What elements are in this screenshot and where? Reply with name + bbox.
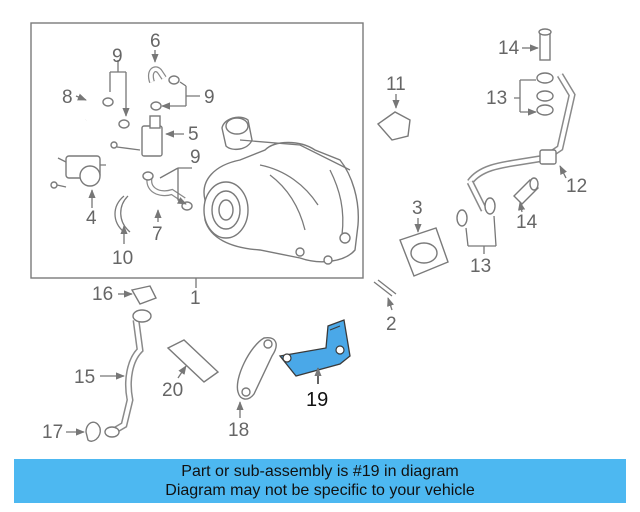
- callout-9-middle: 9: [204, 87, 215, 108]
- callout-13-bottom: 13: [470, 256, 491, 277]
- callout-3: 3: [412, 198, 423, 219]
- callout-4: 4: [86, 208, 97, 229]
- callout-20: 20: [162, 380, 183, 401]
- part-20-drawing: [166, 339, 220, 383]
- callout-1: 1: [190, 288, 201, 309]
- callout-12: 12: [566, 176, 587, 197]
- leader-lines: [66, 44, 567, 436]
- part-18-drawing: [236, 337, 277, 400]
- part-2-drawing: [373, 279, 397, 297]
- callout-9-lower: 9: [190, 147, 201, 168]
- turbocharger-drawing: [203, 116, 360, 265]
- callout-2: 2: [386, 314, 397, 335]
- callout-9-top: 9: [112, 46, 123, 67]
- callout-labels: 6 9 8 9 5 9 4 7 10 11 14 13 12 3 14 13 2…: [42, 31, 587, 443]
- callout-5: 5: [188, 124, 199, 145]
- assembly-box: [30, 22, 364, 279]
- part-5-drawing: [110, 115, 163, 157]
- part-12-drawing: [466, 73, 576, 212]
- part-11-drawing: [376, 111, 411, 141]
- part-3-drawing: [399, 227, 449, 277]
- callout-16: 16: [92, 284, 113, 305]
- callout-14-bottom: 14: [516, 212, 538, 233]
- callout-11: 11: [386, 74, 406, 95]
- callout-7: 7: [152, 224, 163, 245]
- info-banner: Part or sub-assembly is #19 in diagram D…: [14, 459, 626, 503]
- callout-8: 8: [62, 87, 73, 108]
- banner-line-2: Diagram may not be specific to your vehi…: [165, 482, 475, 499]
- callout-15: 15: [74, 367, 95, 388]
- part-19-bracket: [278, 319, 351, 377]
- small-hoses-drawing: [82, 66, 193, 233]
- callout-14-top: 14: [498, 38, 520, 59]
- part-13-14-drawing: [456, 28, 554, 227]
- part-4-drawing: [50, 155, 106, 189]
- callout-13-top: 13: [486, 88, 507, 109]
- banner-line-1: Part or sub-assembly is #19 in diagram: [181, 463, 459, 480]
- callout-6: 6: [150, 31, 161, 52]
- callout-18: 18: [228, 420, 249, 441]
- callout-19: 19: [306, 389, 328, 411]
- callout-17: 17: [42, 422, 63, 443]
- callout-10: 10: [112, 248, 133, 269]
- part-15-16-17-drawing: [85, 285, 157, 442]
